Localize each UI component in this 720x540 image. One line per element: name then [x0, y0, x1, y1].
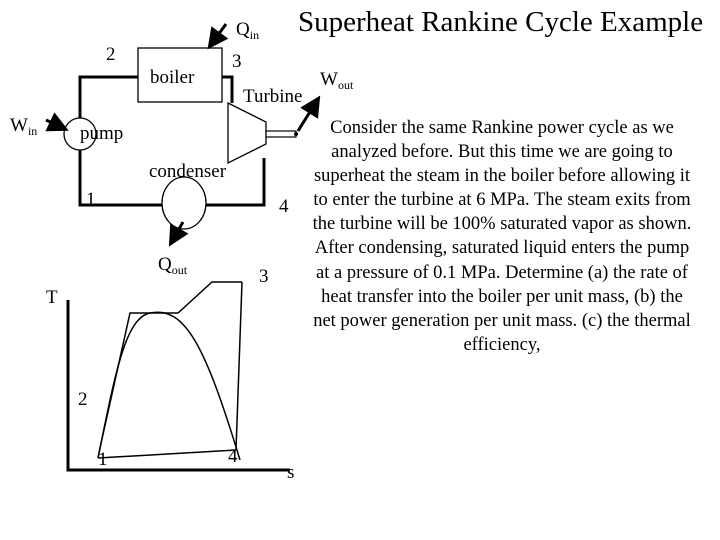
turbine-shape: [227, 101, 267, 165]
schematic-state-2: 2: [106, 44, 116, 65]
cycle-piping: [78, 75, 266, 207]
energy-arrows: [45, 23, 321, 247]
q-in-label: Qin: [236, 19, 260, 42]
ts-state-4: 4: [228, 446, 238, 467]
ts-diagram: [66, 281, 290, 472]
q-out-label: Qout: [158, 254, 188, 277]
ts-state-2: 2: [78, 389, 88, 410]
process-3-4: [235, 281, 243, 451]
w-out-label: Wout: [320, 69, 354, 92]
problem-statement: Consider the same Rankine power cycle as…: [312, 118, 692, 355]
q-out-arrow: [168, 221, 189, 247]
condenser-ellipse: [161, 176, 207, 230]
process-1-2: [97, 447, 101, 459]
boiler-box: [137, 47, 223, 103]
schematic-state-3: 3: [232, 51, 242, 72]
process-4-1: [97, 449, 237, 459]
pipe-turbine-to-condenser: [205, 158, 266, 207]
w-out-arrow: [296, 95, 321, 132]
slide-title: Superheat Rankine Cycle Example: [298, 6, 704, 38]
ts-axis-s-label: s: [287, 462, 295, 483]
pump-circle: [63, 117, 97, 151]
ts-axes: [66, 300, 290, 472]
saturation-dome: [97, 311, 241, 461]
turbine-label: Turbine: [243, 86, 303, 107]
w-in-label: Win: [10, 115, 38, 138]
ts-state-1: 1: [98, 449, 108, 470]
ts-axis-t-label: T: [46, 287, 58, 308]
q-in-arrow: [207, 23, 229, 50]
process-2-3: [99, 281, 242, 449]
turbine-shaft: [265, 130, 297, 138]
schematic-state-1: 1: [86, 189, 96, 210]
pump-label: pump: [80, 123, 124, 144]
turbine-shaft-end: [294, 132, 298, 136]
pipe-boiler-to-turbine: [222, 75, 234, 103]
pipe-pump-to-boiler: [78, 75, 138, 118]
condenser-label: condenser: [149, 161, 227, 182]
pipe-condenser-to-pump: [78, 150, 162, 207]
ts-state-3: 3: [259, 266, 269, 287]
w-in-arrow: [45, 112, 69, 132]
boiler-label: boiler: [150, 67, 195, 88]
schematic-state-4: 4: [279, 196, 289, 217]
